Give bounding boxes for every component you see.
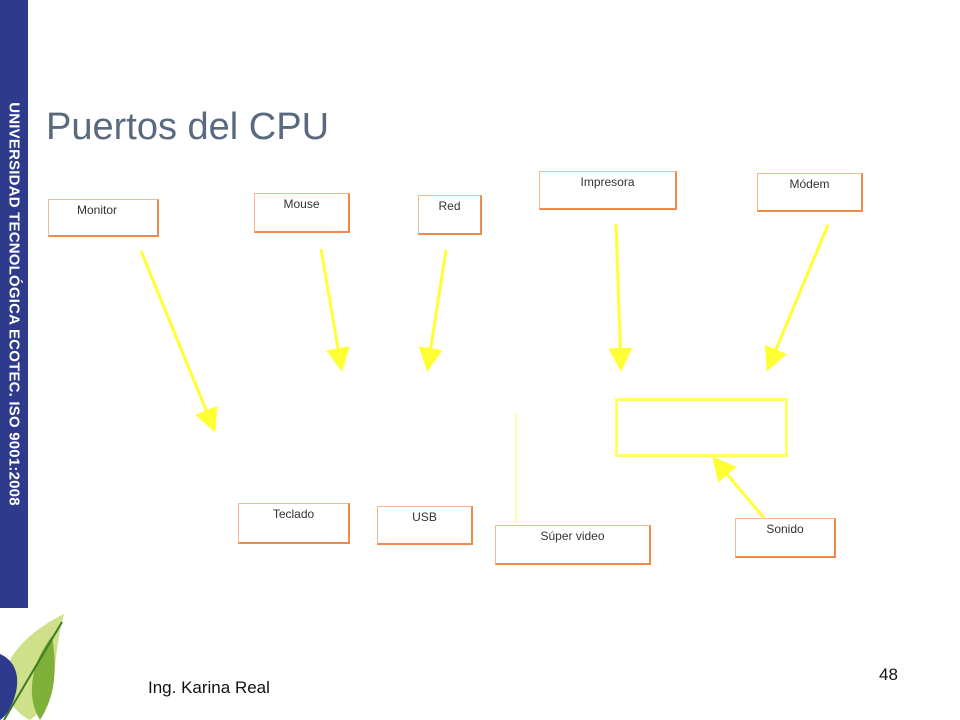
university-logo (0, 614, 65, 720)
usb-label-box: USB (377, 506, 473, 545)
sonido-label-box: Sonido (735, 518, 836, 558)
port-highlight-rectangle (615, 398, 788, 457)
monitor-label-box: Monitor (48, 199, 159, 237)
super-video-label-box: Súper video (495, 525, 651, 565)
modem-label-box: Módem (757, 173, 863, 212)
slide-title: Puertos del CPU (46, 106, 330, 148)
sonido-arrow (712, 456, 766, 519)
mouse-arrow (319, 248, 350, 372)
modem-arrow (764, 224, 830, 372)
monitor-arrow (139, 250, 218, 433)
impresora-label-box: Impresora (539, 171, 677, 210)
mouse-label-box: Mouse (254, 193, 350, 233)
page-number: 48 (879, 665, 898, 684)
sidebar-banner: UNIVERSIDAD TECNOLÓGICA ECOTEC. ISO 9001… (0, 0, 28, 608)
red-arrow (418, 249, 448, 372)
author-name: Ing. Karina Real (148, 678, 270, 697)
teclado-label-box: Teclado (238, 503, 350, 544)
impresora-arrow (608, 223, 633, 372)
red-label-box: Red (418, 195, 482, 235)
